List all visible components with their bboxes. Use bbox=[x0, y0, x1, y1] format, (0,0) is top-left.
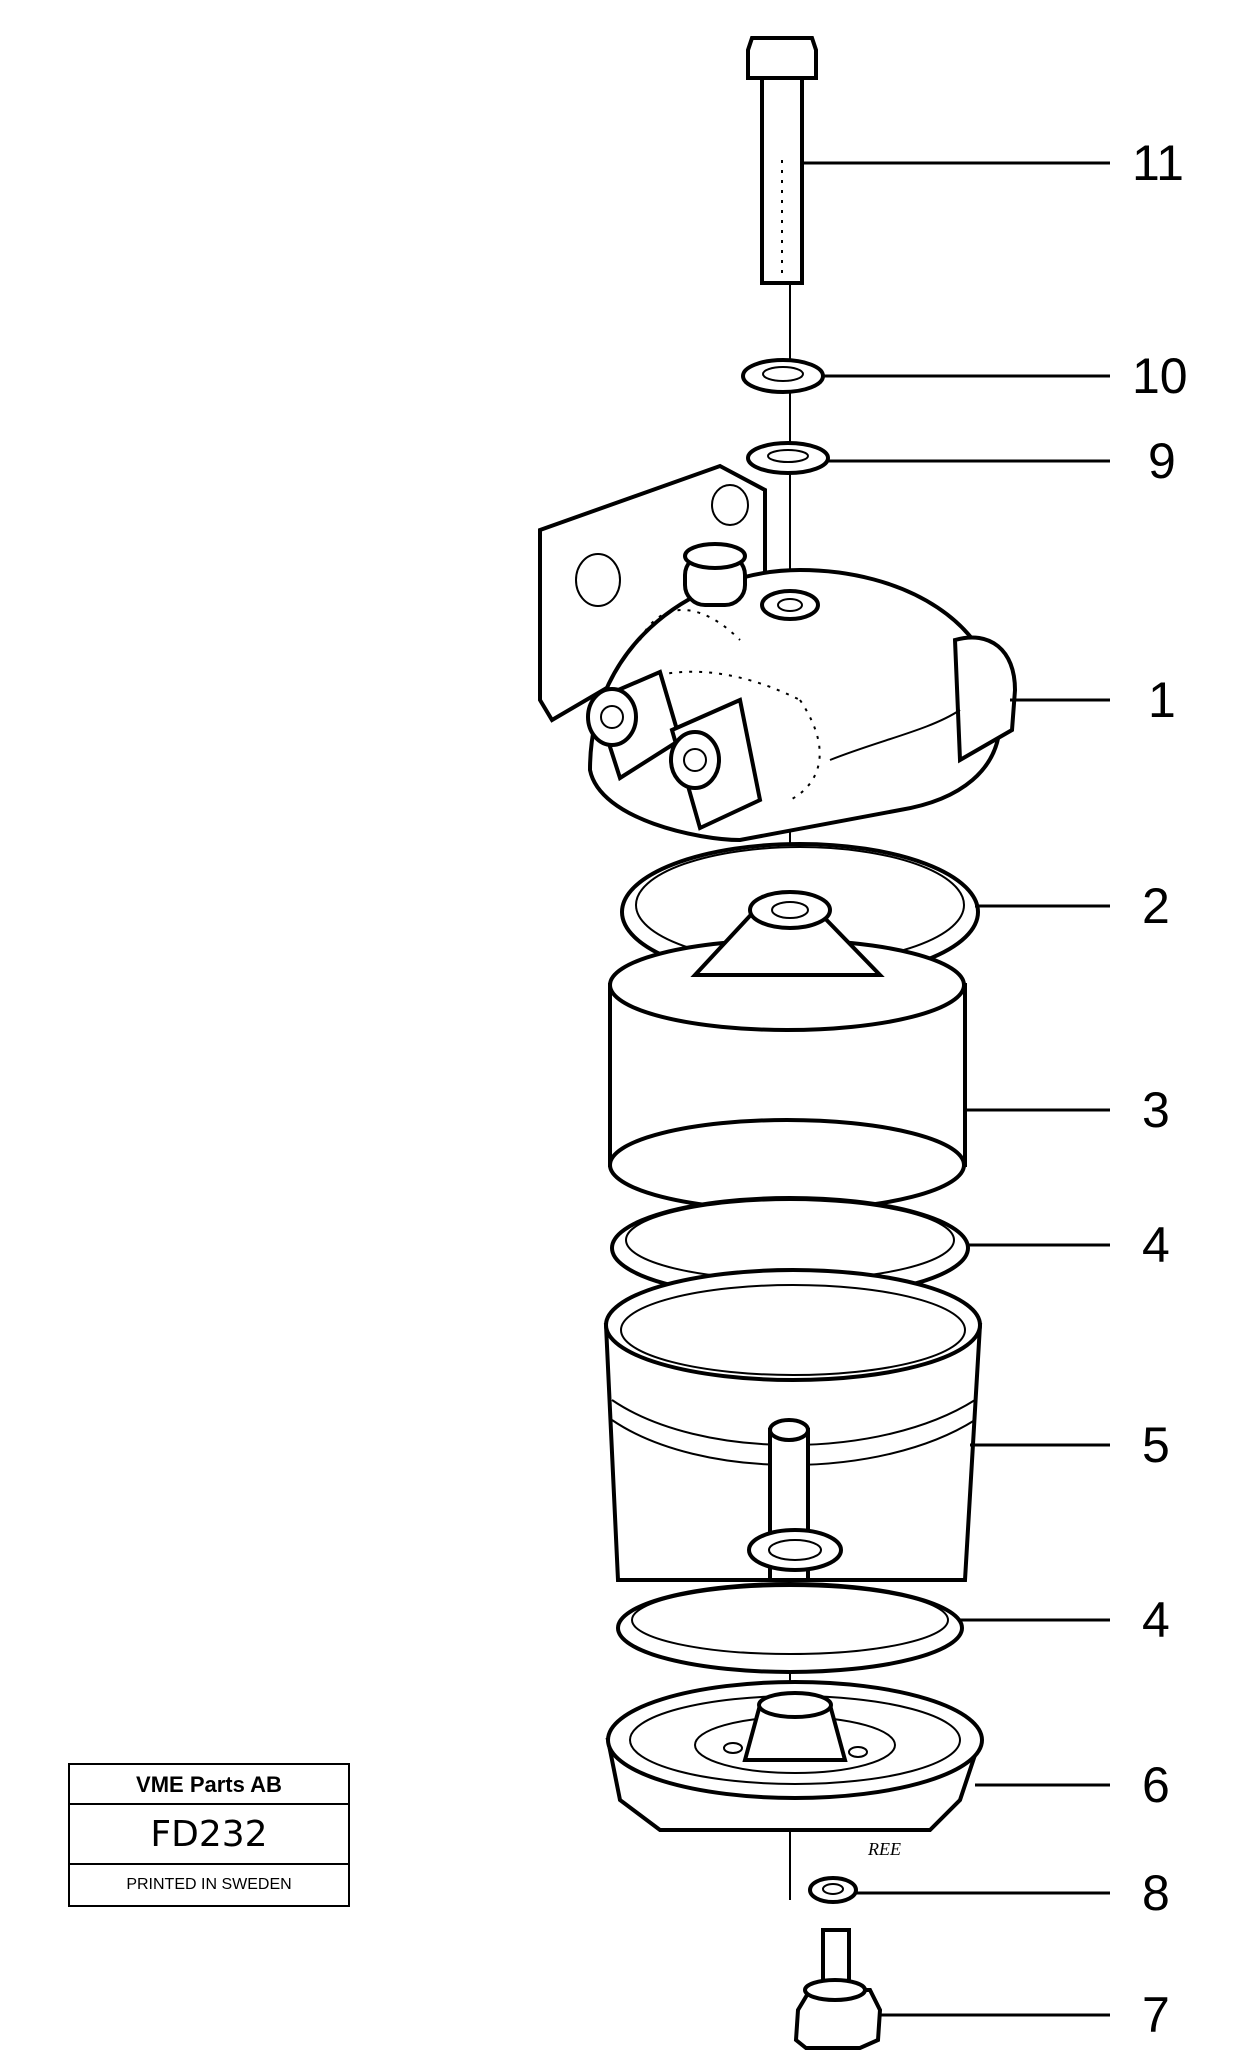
filter-head bbox=[538, 463, 1018, 843]
bolt bbox=[746, 36, 818, 285]
printed-note: PRINTED IN SWEDEN bbox=[126, 1876, 292, 1893]
gasket-upper bbox=[610, 1196, 970, 1300]
callout-5: 5 bbox=[1142, 1417, 1170, 1473]
title-block: VME Parts AB FD232 PRINTED IN SWEDEN bbox=[68, 1763, 350, 1907]
diagram-code: FD232 bbox=[70, 1805, 348, 1865]
callout-9: 9 bbox=[1148, 433, 1176, 489]
filter-element bbox=[608, 890, 967, 1212]
drain-plug bbox=[793, 1928, 883, 2050]
callout-4-upper: 4 bbox=[1142, 1217, 1170, 1273]
callout-6: 6 bbox=[1142, 1757, 1170, 1813]
company-name: VME Parts AB bbox=[70, 1765, 348, 1805]
bowl bbox=[603, 1268, 983, 1582]
callout-7: 7 bbox=[1142, 1987, 1170, 2043]
callout-4-lower: 4 bbox=[1142, 1592, 1170, 1648]
leader-lines bbox=[802, 161, 1110, 2017]
callout-3: 3 bbox=[1142, 1082, 1170, 1138]
callout-2: 2 bbox=[1142, 878, 1170, 934]
gasket-lower bbox=[616, 1582, 964, 1674]
drain-washer bbox=[808, 1876, 858, 1904]
artist-mark: REE bbox=[867, 1839, 901, 1859]
sealing-washer bbox=[746, 441, 830, 475]
callout-1: 1 bbox=[1148, 672, 1176, 728]
callout-8: 8 bbox=[1142, 1865, 1170, 1921]
base bbox=[605, 1680, 984, 1832]
callout-10: 10 bbox=[1132, 348, 1188, 404]
lock-washer bbox=[741, 358, 825, 394]
callout-11: 11 bbox=[1132, 135, 1184, 191]
